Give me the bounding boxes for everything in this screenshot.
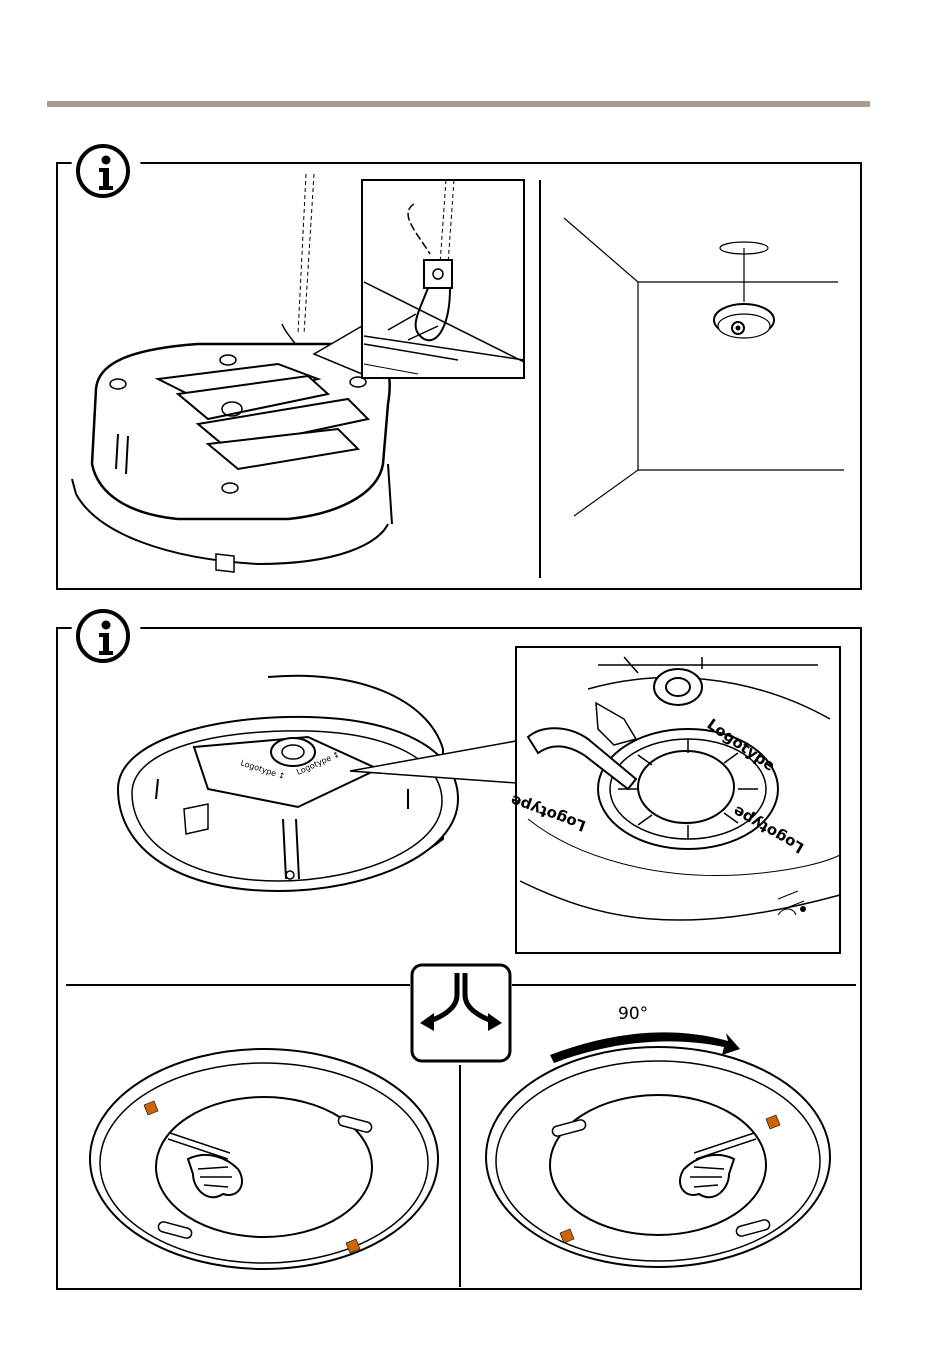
instruction-panel-2: Logotype ↕ Logotype ↕ bbox=[56, 627, 862, 1290]
rotation-angle-label: 90° bbox=[618, 1004, 648, 1024]
panel-2-illustrations: Logotype ↕ Logotype ↕ bbox=[58, 629, 864, 1292]
panel-1-illustrations bbox=[58, 164, 864, 592]
header-rule bbox=[47, 101, 870, 107]
instruction-panel-1 bbox=[56, 162, 862, 590]
info-icon-2 bbox=[70, 603, 142, 675]
info-icon bbox=[70, 138, 142, 210]
